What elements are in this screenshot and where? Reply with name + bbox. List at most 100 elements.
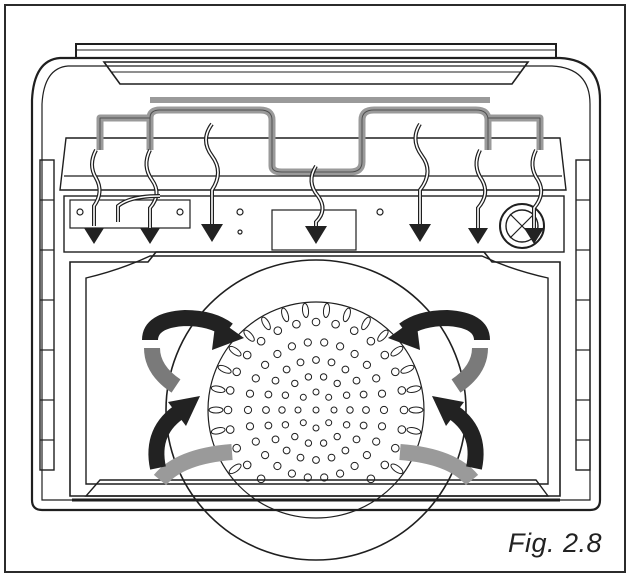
fan-hole — [296, 358, 305, 367]
fan-hole — [312, 406, 320, 414]
oven-inner-shell — [41, 65, 591, 501]
fan-hole — [312, 456, 320, 464]
fan-hole — [251, 374, 260, 383]
fan-slot — [408, 406, 424, 414]
fan-hole — [312, 356, 320, 364]
fan-hole — [352, 435, 361, 444]
circulation-arrow-top-left — [142, 309, 244, 393]
heat-arrow — [305, 164, 327, 244]
fan-hole — [299, 393, 307, 401]
fan-hole — [320, 473, 329, 482]
fan-hole — [349, 326, 359, 336]
fan-hole — [342, 391, 351, 399]
fan-hole — [333, 379, 341, 388]
fan-hole — [342, 421, 351, 429]
fan-hole — [242, 460, 252, 470]
fan-hole — [245, 389, 255, 398]
fan-slot — [281, 307, 290, 323]
fan-hole — [278, 406, 286, 414]
cavity-floor — [84, 479, 550, 497]
fan-hole — [223, 405, 233, 415]
fan-hole — [281, 421, 290, 429]
fan-hole — [397, 386, 407, 395]
fan-hole — [304, 373, 313, 381]
fan-hole — [359, 390, 368, 399]
circulation-arrow-top-right — [388, 309, 490, 393]
fan-hole — [346, 406, 354, 414]
top-heating-element-outline — [99, 109, 541, 173]
oven-outer-shell — [30, 56, 602, 512]
heat-arrow — [84, 149, 104, 244]
fan-hole — [264, 390, 273, 399]
fan-hole — [366, 474, 376, 484]
fan-cover-outer — [165, 259, 467, 561]
fan-hole — [362, 406, 370, 414]
fan-hole — [352, 376, 361, 385]
fan-slot — [210, 385, 226, 393]
fan-hole — [291, 379, 299, 388]
fan-hole — [330, 406, 338, 414]
fan-hole — [296, 453, 305, 462]
fan-hole — [245, 422, 255, 431]
fan-hole — [282, 365, 291, 374]
fan-slot — [243, 329, 255, 342]
fan-slot — [210, 427, 226, 435]
fan-hole — [341, 446, 350, 455]
fan-hole — [362, 451, 371, 460]
figure-frame — [4, 4, 626, 573]
fan-hole — [243, 405, 253, 415]
fan-slot — [301, 303, 310, 318]
fan-hole — [232, 367, 241, 377]
fan-hole — [256, 336, 266, 346]
fan-hole — [312, 424, 320, 432]
fan-hole — [327, 453, 336, 462]
fan-hole — [312, 388, 320, 396]
fan-hole — [262, 406, 270, 414]
fan-hole — [294, 406, 302, 414]
left-bracket — [69, 199, 191, 229]
heat-arrow — [116, 194, 161, 222]
fan-hole — [362, 360, 371, 369]
grill-reflector — [102, 61, 530, 85]
lower-cavity-back — [69, 251, 561, 497]
fan-hole — [325, 393, 333, 401]
fan-hole — [379, 405, 389, 415]
center-plate — [271, 209, 357, 251]
fan-hole — [232, 443, 241, 453]
fan-hole — [372, 437, 381, 446]
fan-hole — [225, 425, 235, 434]
fan-hole — [304, 439, 313, 447]
fan-hole — [397, 425, 407, 434]
fan-hole — [341, 365, 350, 374]
figure-caption: Fig. 2.8 — [507, 528, 602, 558]
circulation-arrows — [142, 309, 490, 486]
fan-slot — [261, 316, 271, 331]
fan-slot — [342, 307, 351, 323]
fan-slot — [361, 316, 371, 331]
heat-arrow — [468, 149, 488, 244]
fan-slot — [406, 427, 422, 435]
fan-hole — [287, 469, 296, 478]
fan-hole — [333, 432, 341, 441]
right-side-rail — [575, 159, 591, 471]
fan-ventilation-holes — [208, 303, 424, 484]
fan-hole — [377, 389, 387, 398]
fan-hole — [282, 446, 291, 455]
fan-slot — [400, 364, 415, 374]
fan-hole — [336, 469, 345, 478]
fan-hole — [225, 386, 235, 395]
fan-hole — [377, 422, 387, 431]
fan-slot — [322, 303, 331, 318]
circulation-arrow-bottom-right — [399, 396, 484, 486]
fan-slot — [208, 406, 224, 414]
fan-hole — [242, 350, 252, 360]
light-bulb — [499, 203, 545, 249]
fan-slot — [377, 329, 389, 342]
fan-hole — [261, 451, 270, 460]
fan-hole — [359, 421, 368, 430]
fan-hole — [261, 360, 270, 369]
fan-hole — [366, 336, 376, 346]
fan-hole — [391, 367, 400, 377]
fan-hole — [273, 461, 282, 471]
